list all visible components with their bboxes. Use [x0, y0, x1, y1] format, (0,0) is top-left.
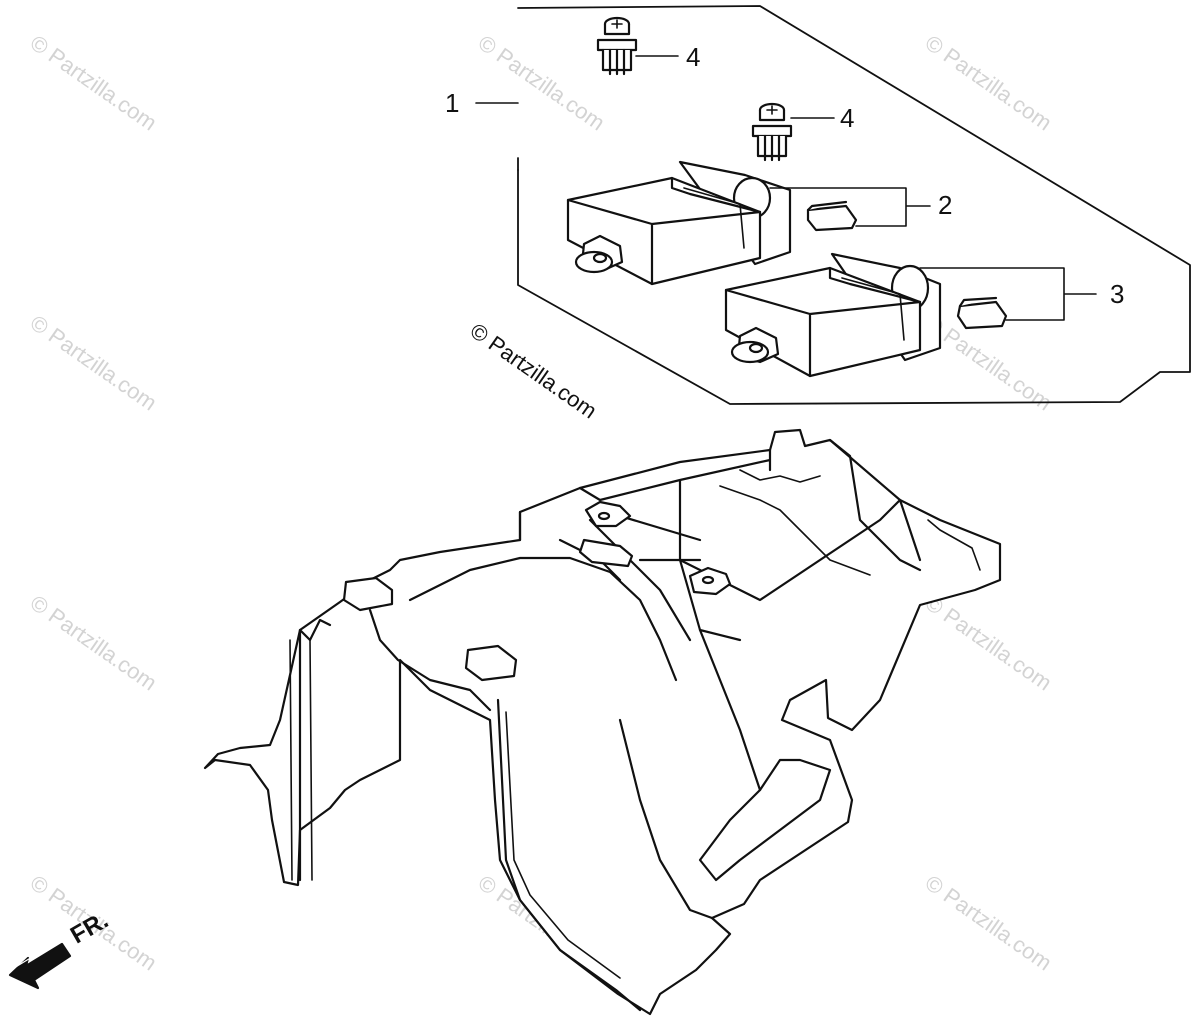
fastener-4-second — [751, 102, 793, 162]
callout-1: 1 — [445, 88, 460, 118]
assembly-outline — [517, 5, 1191, 405]
control-unit-3 — [724, 252, 1008, 378]
callout-4-top: 4 — [686, 42, 701, 72]
fastener-4-top — [596, 16, 638, 76]
callout-3: 3 — [1110, 279, 1125, 309]
control-unit-2 — [566, 160, 858, 286]
callout-4-second: 4 — [840, 103, 855, 133]
callout-2: 2 — [938, 190, 953, 220]
front-arrow-icon — [8, 939, 72, 990]
inner-fender — [203, 428, 1002, 1016]
leader-lines — [475, 55, 1097, 321]
